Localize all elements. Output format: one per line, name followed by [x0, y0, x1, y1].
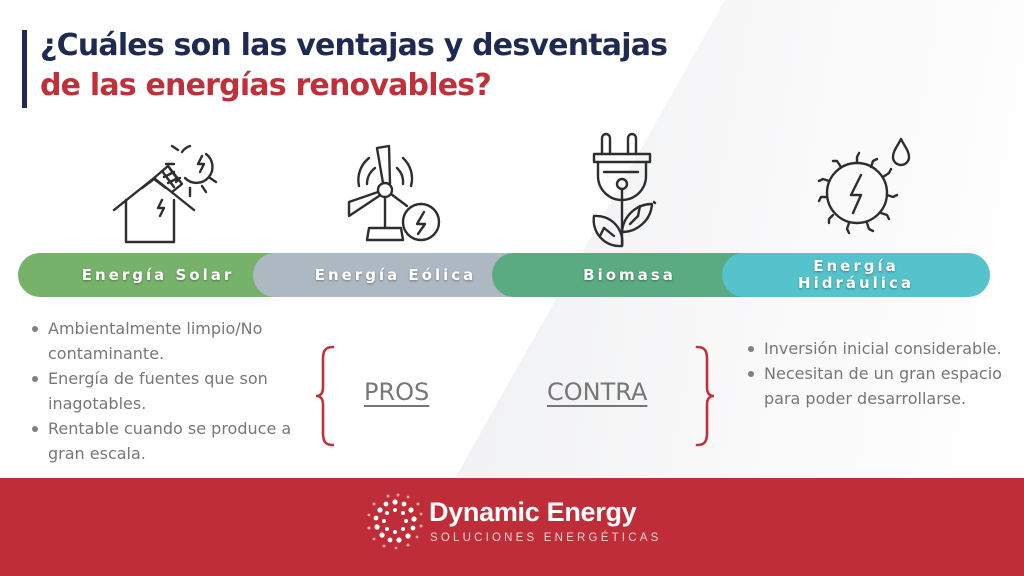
- title-line-2: de las energías renovables?: [40, 68, 492, 103]
- pill-biomasa: Biomasa: [492, 253, 767, 297]
- plug-plant-icon: [588, 132, 662, 248]
- list-item: Energía de fuentes que son inagotables.: [30, 366, 320, 416]
- page-title: ¿Cuáles son las ventajas y desventajas d…: [40, 26, 720, 106]
- pill-label: Energía Solar: [81, 265, 235, 284]
- energy-type-bar: Energía Solar Energía Eólica Biomasa Ene…: [0, 253, 1024, 297]
- pill-label-line-1: Energía: [813, 257, 899, 275]
- brand-name: Dynamic Energy: [429, 497, 637, 527]
- sun-droplet-icon: [815, 135, 925, 235]
- pros-list: Ambientalmente limpio/No contaminante. E…: [30, 316, 320, 466]
- pros-label: PROS: [364, 378, 430, 406]
- pill-energia-hidraulica: Energía Hidráulica: [722, 253, 990, 297]
- list-item: Necesitan de un gran espacio para poder …: [746, 361, 1006, 411]
- pill-label: Biomasa: [583, 265, 676, 284]
- right-brace-icon: [693, 345, 717, 447]
- list-item: Rentable cuando se produce a gran escala…: [30, 416, 320, 466]
- title-line-1: ¿Cuáles son las ventajas y desventajas: [40, 28, 668, 63]
- house-solar-icon: [110, 142, 222, 246]
- list-item: Ambientalmente limpio/No contaminante.: [30, 316, 320, 366]
- pill-energia-eolica: Energía Eólica: [253, 253, 538, 297]
- contra-list: Inversión inicial considerable. Necesita…: [746, 336, 1006, 411]
- pill-label: Energía Eólica: [314, 265, 477, 284]
- list-item: Inversión inicial considerable.: [746, 336, 1006, 361]
- wind-turbine-icon: [345, 142, 447, 246]
- pill-label-line-2: Hidráulica: [798, 274, 914, 292]
- footer-band: [0, 478, 1024, 576]
- contra-label: CONTRA: [547, 378, 648, 406]
- left-brace-icon: [313, 345, 337, 447]
- dynamic-energy-logo-icon: [366, 492, 424, 550]
- brand-tagline: SOLUCIONES ENERGÉTICAS: [430, 532, 662, 544]
- pill-energia-solar: Energía Solar: [18, 253, 298, 297]
- title-accent-bar: [22, 30, 27, 108]
